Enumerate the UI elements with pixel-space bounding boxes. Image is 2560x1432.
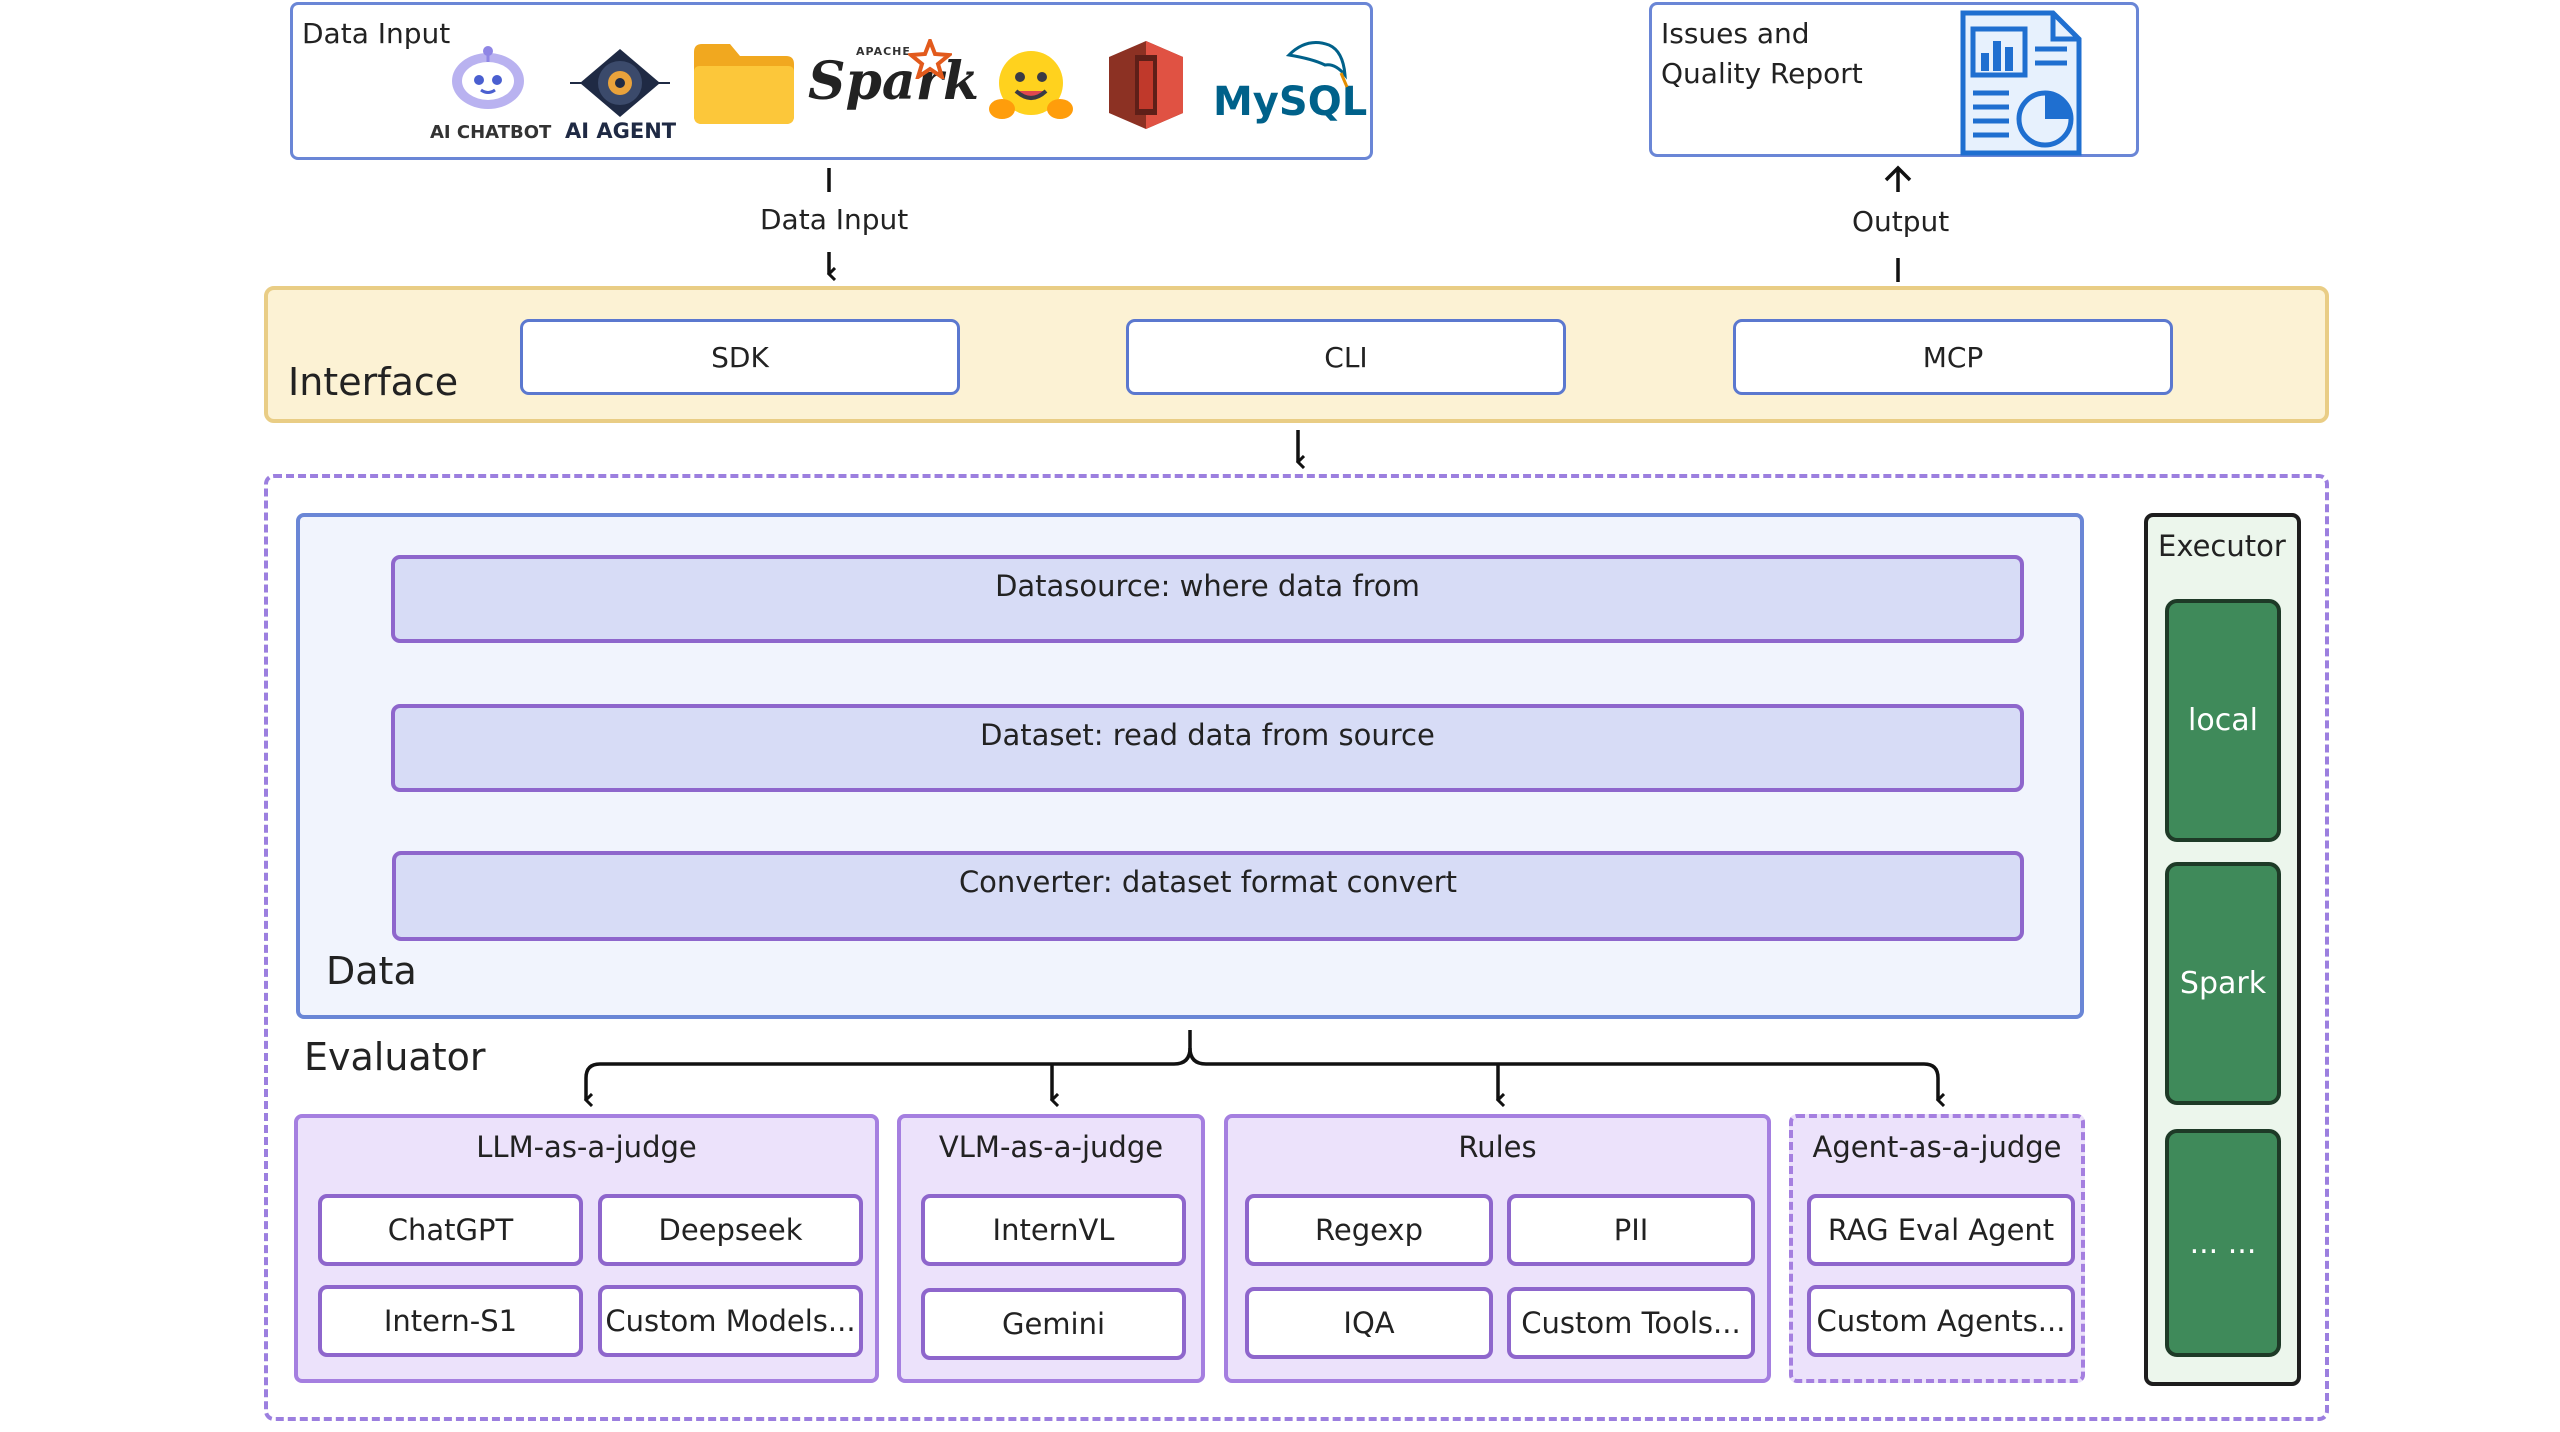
cli-button[interactable]: CLI <box>1126 319 1566 395</box>
regexp-chip[interactable]: Regexp <box>1245 1194 1493 1266</box>
vlm-judge-group: VLM-as-a-judge InternVL Gemini <box>897 1114 1205 1383</box>
rules-group: Rules Regexp PII IQA Custom Tools... <box>1224 1114 1771 1383</box>
core-container <box>264 474 2329 1421</box>
ai-chatbot-icon <box>443 43 533 123</box>
agent-judge-title: Agent-as-a-judge <box>1812 1130 2062 1164</box>
evaluator-title: Evaluator <box>304 1035 486 1079</box>
data-input-arrow-label: Data Input <box>760 203 909 236</box>
intern-s1-chip[interactable]: Intern-S1 <box>318 1285 583 1357</box>
ai-agent-label: AI AGENT <box>565 119 677 143</box>
report-title-line1: Issues and <box>1661 17 1810 50</box>
converter-stage: Converter: dataset format convert <box>392 851 2024 941</box>
pii-chip[interactable]: PII <box>1507 1194 1755 1266</box>
vlm-judge-title: VLM-as-a-judge <box>938 1130 1164 1164</box>
output-arrow-label: Output <box>1852 205 1950 238</box>
data-input-panel: Data Input AI CHATBOT AI AGENT <box>290 2 1373 160</box>
report-title-line2: Quality Report <box>1661 57 1863 90</box>
mcp-button[interactable]: MCP <box>1733 319 2173 395</box>
hugging-face-icon <box>986 45 1076 130</box>
data-title: Data <box>326 949 417 993</box>
folder-icon <box>688 38 800 128</box>
iqa-chip[interactable]: IQA <box>1245 1287 1493 1359</box>
executor-local[interactable]: local <box>2165 599 2281 842</box>
llm-judge-group: LLM-as-a-judge ChatGPT Deepseek Intern-S… <box>294 1114 879 1383</box>
rag-eval-agent-chip[interactable]: RAG Eval Agent <box>1807 1194 2075 1266</box>
quality-report-panel: Issues and Quality Report <box>1649 2 2139 157</box>
executor-spark[interactable]: Spark <box>2165 862 2281 1105</box>
executor-panel: Executor local Spark ... ... <box>2144 513 2301 1386</box>
data-input-title: Data Input <box>302 17 451 50</box>
custom-models-chip[interactable]: Custom Models... <box>598 1285 863 1357</box>
mysql-logo-icon: MySQL <box>1213 35 1367 135</box>
aws-s3-icon <box>1103 37 1189 133</box>
executor-more[interactable]: ... ... <box>2165 1129 2281 1357</box>
report-document-icon <box>1957 9 2085 157</box>
rules-title: Rules <box>1458 1130 1537 1164</box>
deepseek-chip[interactable]: Deepseek <box>598 1194 863 1266</box>
sdk-button[interactable]: SDK <box>520 319 960 395</box>
llm-judge-title: LLM-as-a-judge <box>476 1130 697 1164</box>
spark-logo-icon: APACHE Spark <box>808 39 979 130</box>
chatgpt-chip[interactable]: ChatGPT <box>318 1194 583 1266</box>
agent-judge-group: Agent-as-a-judge RAG Eval Agent Custom A… <box>1789 1114 2085 1383</box>
custom-agents-chip[interactable]: Custom Agents... <box>1807 1285 2075 1357</box>
interface-layer: Interface SDK CLI MCP <box>264 286 2329 423</box>
datasource-stage: Datasource: where data from <box>391 555 2024 643</box>
custom-tools-chip[interactable]: Custom Tools... <box>1507 1287 1755 1359</box>
ai-chatbot-label: AI CHATBOT <box>430 122 552 143</box>
executor-title: Executor <box>2158 529 2286 563</box>
interface-title: Interface <box>288 360 459 404</box>
data-layer: Datasource: where data from Dataset: rea… <box>296 513 2084 1019</box>
internvl-chip[interactable]: InternVL <box>921 1194 1186 1266</box>
dataset-stage: Dataset: read data from source <box>391 704 2024 792</box>
gemini-chip[interactable]: Gemini <box>921 1288 1186 1360</box>
ai-agent-icon <box>565 43 675 123</box>
